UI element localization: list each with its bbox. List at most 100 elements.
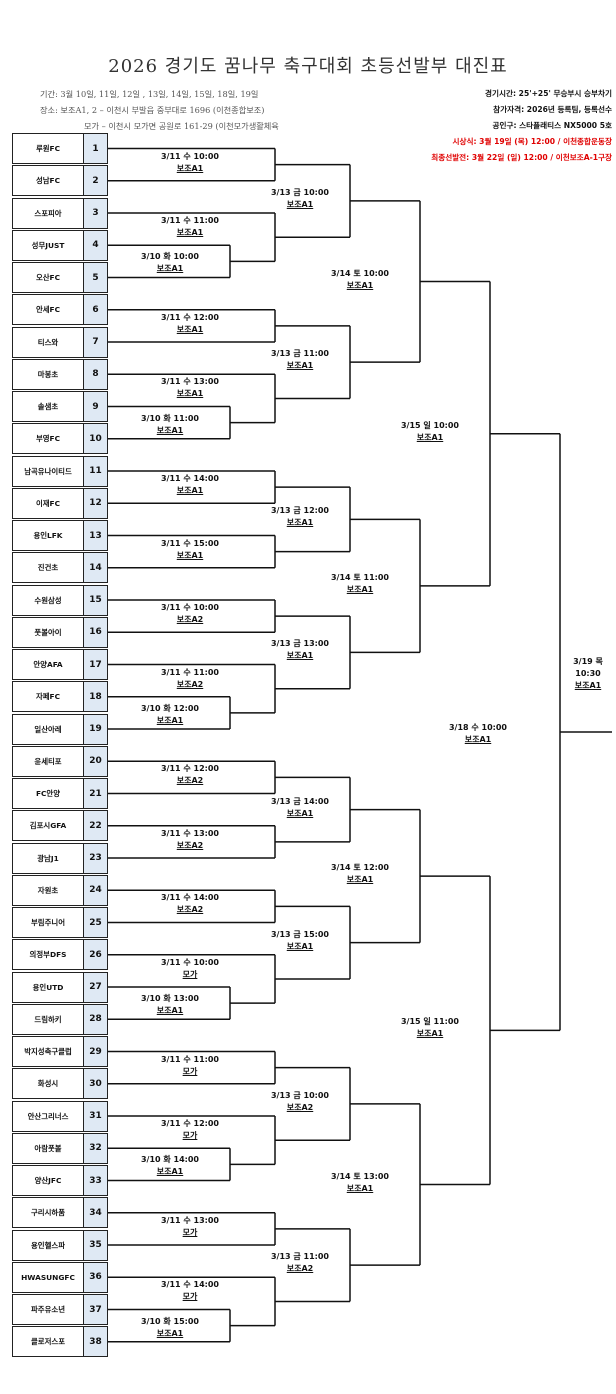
match-venue: 보조A1 [286,808,314,818]
team-number: 37 [84,1295,107,1324]
match-date: 3/11 수 13:00 [160,377,220,387]
team-name: 성남FC [13,166,84,196]
team-number: 31 [84,1101,107,1131]
match-venue: 보조A2 [176,840,204,850]
match-date: 3/13 금 10:00 [270,1090,330,1100]
info-left: 기간: 3월 10일, 11일, 12일 , 13일, 14일, 15일, 18… [40,86,279,134]
page-title: 2026 경기도 꿈나무 축구대회 초등선발부 대진표 [108,56,508,77]
team-name: 남곡유나이티드 [13,456,84,486]
match-venue: 보조A1 [346,1183,374,1193]
team-name: HWASUNGFC [13,1262,84,1292]
match-date: 3/10 화 11:00 [140,413,200,423]
match-label: 3/11 수 12:00 모가 [142,1118,238,1142]
match-venue: 보조A2 [176,905,204,915]
match-time-text: 경기시간: 25'+25' 무승부시 승부차기 [485,89,612,98]
match-venue: 보조A1 [346,584,374,594]
team-number: 3 [84,198,107,228]
venue-text-1: 장소: 보조A1, 2 – 이천시 부발읍 중부대로 1696 (이천종합보조) [40,105,265,115]
team-name: 파주유소년 [13,1295,84,1324]
team-name: 김포시GFA [13,811,84,841]
team-number: 19 [84,714,107,744]
match-date: 3/11 수 12:00 [160,1119,220,1128]
team-name: 클로저스포 [13,1327,84,1357]
match-venue: 보조A1 [346,280,374,290]
match-venue: 보조A1 [416,1029,444,1039]
match-venue: 보조A1 [176,324,204,334]
match-date: 3/13 금 11:00 [270,349,330,359]
match-venue: 보조A1 [156,1167,184,1177]
match-date: 3/11 수 10:00 [160,151,220,161]
team-number: 24 [84,875,107,905]
team-name: 용인LFK [13,521,84,550]
match-date: 3/14 토 12:00 [330,863,390,873]
match-date: 3/11 수 12:00 [160,312,220,322]
team-name: 루원FC [13,134,84,163]
team-name: 의정부DFS [13,940,84,970]
team-name: 부영FC [13,424,84,454]
match-date: 3/11 수 10:00 [160,603,220,612]
team-name: 드림하키 [13,1004,84,1034]
match-venue: 보조A1 [176,163,204,173]
team-number: 27 [84,972,107,1002]
match-venue: 보조A1 [156,1006,184,1016]
match-venue: 모가 [182,1066,198,1076]
team-name: 이재FC [13,488,84,518]
match-venue: 보조A1 [156,715,184,725]
team-number: 33 [84,1166,107,1195]
match-venue: 보조A1 [346,875,374,885]
match-venue: 모가 [182,1227,198,1237]
match-venue: 모가 [182,1131,198,1140]
team-name: 일산아레 [13,714,84,744]
team-name: 박지성축구클럽 [13,1037,84,1066]
match-venue: 보조A1 [176,228,204,237]
team-name: FC안양 [13,779,84,808]
match-date: 3/11 수 12:00 [160,764,220,774]
team-number: 18 [84,682,107,712]
match-label: 3/11 수 11:00 보조A2 [142,667,238,691]
team-number: 13 [84,521,107,550]
match-label: 3/11 수 10:00 보조A1 [142,151,238,175]
team-number: 5 [84,263,107,292]
match-date: 3/10 화 13:00 [140,994,200,1004]
team-number: 8 [84,359,107,389]
team-name: 수원삼성 [13,585,84,615]
match-date: 3/11 수 13:00 [160,1215,220,1225]
match-label: 3/14 토 10:00 보조A1 [315,268,405,292]
team-name: 안산그리너스 [13,1101,84,1131]
match-date: 3/11 수 10:00 [160,957,220,967]
team-name: 부림주니어 [13,908,84,937]
match-venue: 보조A1 [464,735,492,745]
match-date: 3/14 토 10:00 [330,268,390,278]
match-venue: 보조A1 [286,941,314,951]
match-date: 3/10 화 14:00 [140,1155,200,1165]
match-date: 3/11 수 11:00 [160,216,220,225]
match-date: 3/11 수 11:00 [160,667,220,677]
team-name: 풋볼아이 [13,617,84,647]
match-venue: 보조A1 [574,681,602,691]
team-number: 22 [84,811,107,841]
team-number: 6 [84,295,107,325]
match-venue: 보조A2 [176,679,204,689]
match-date: 3/11 수 13:00 [160,828,220,838]
